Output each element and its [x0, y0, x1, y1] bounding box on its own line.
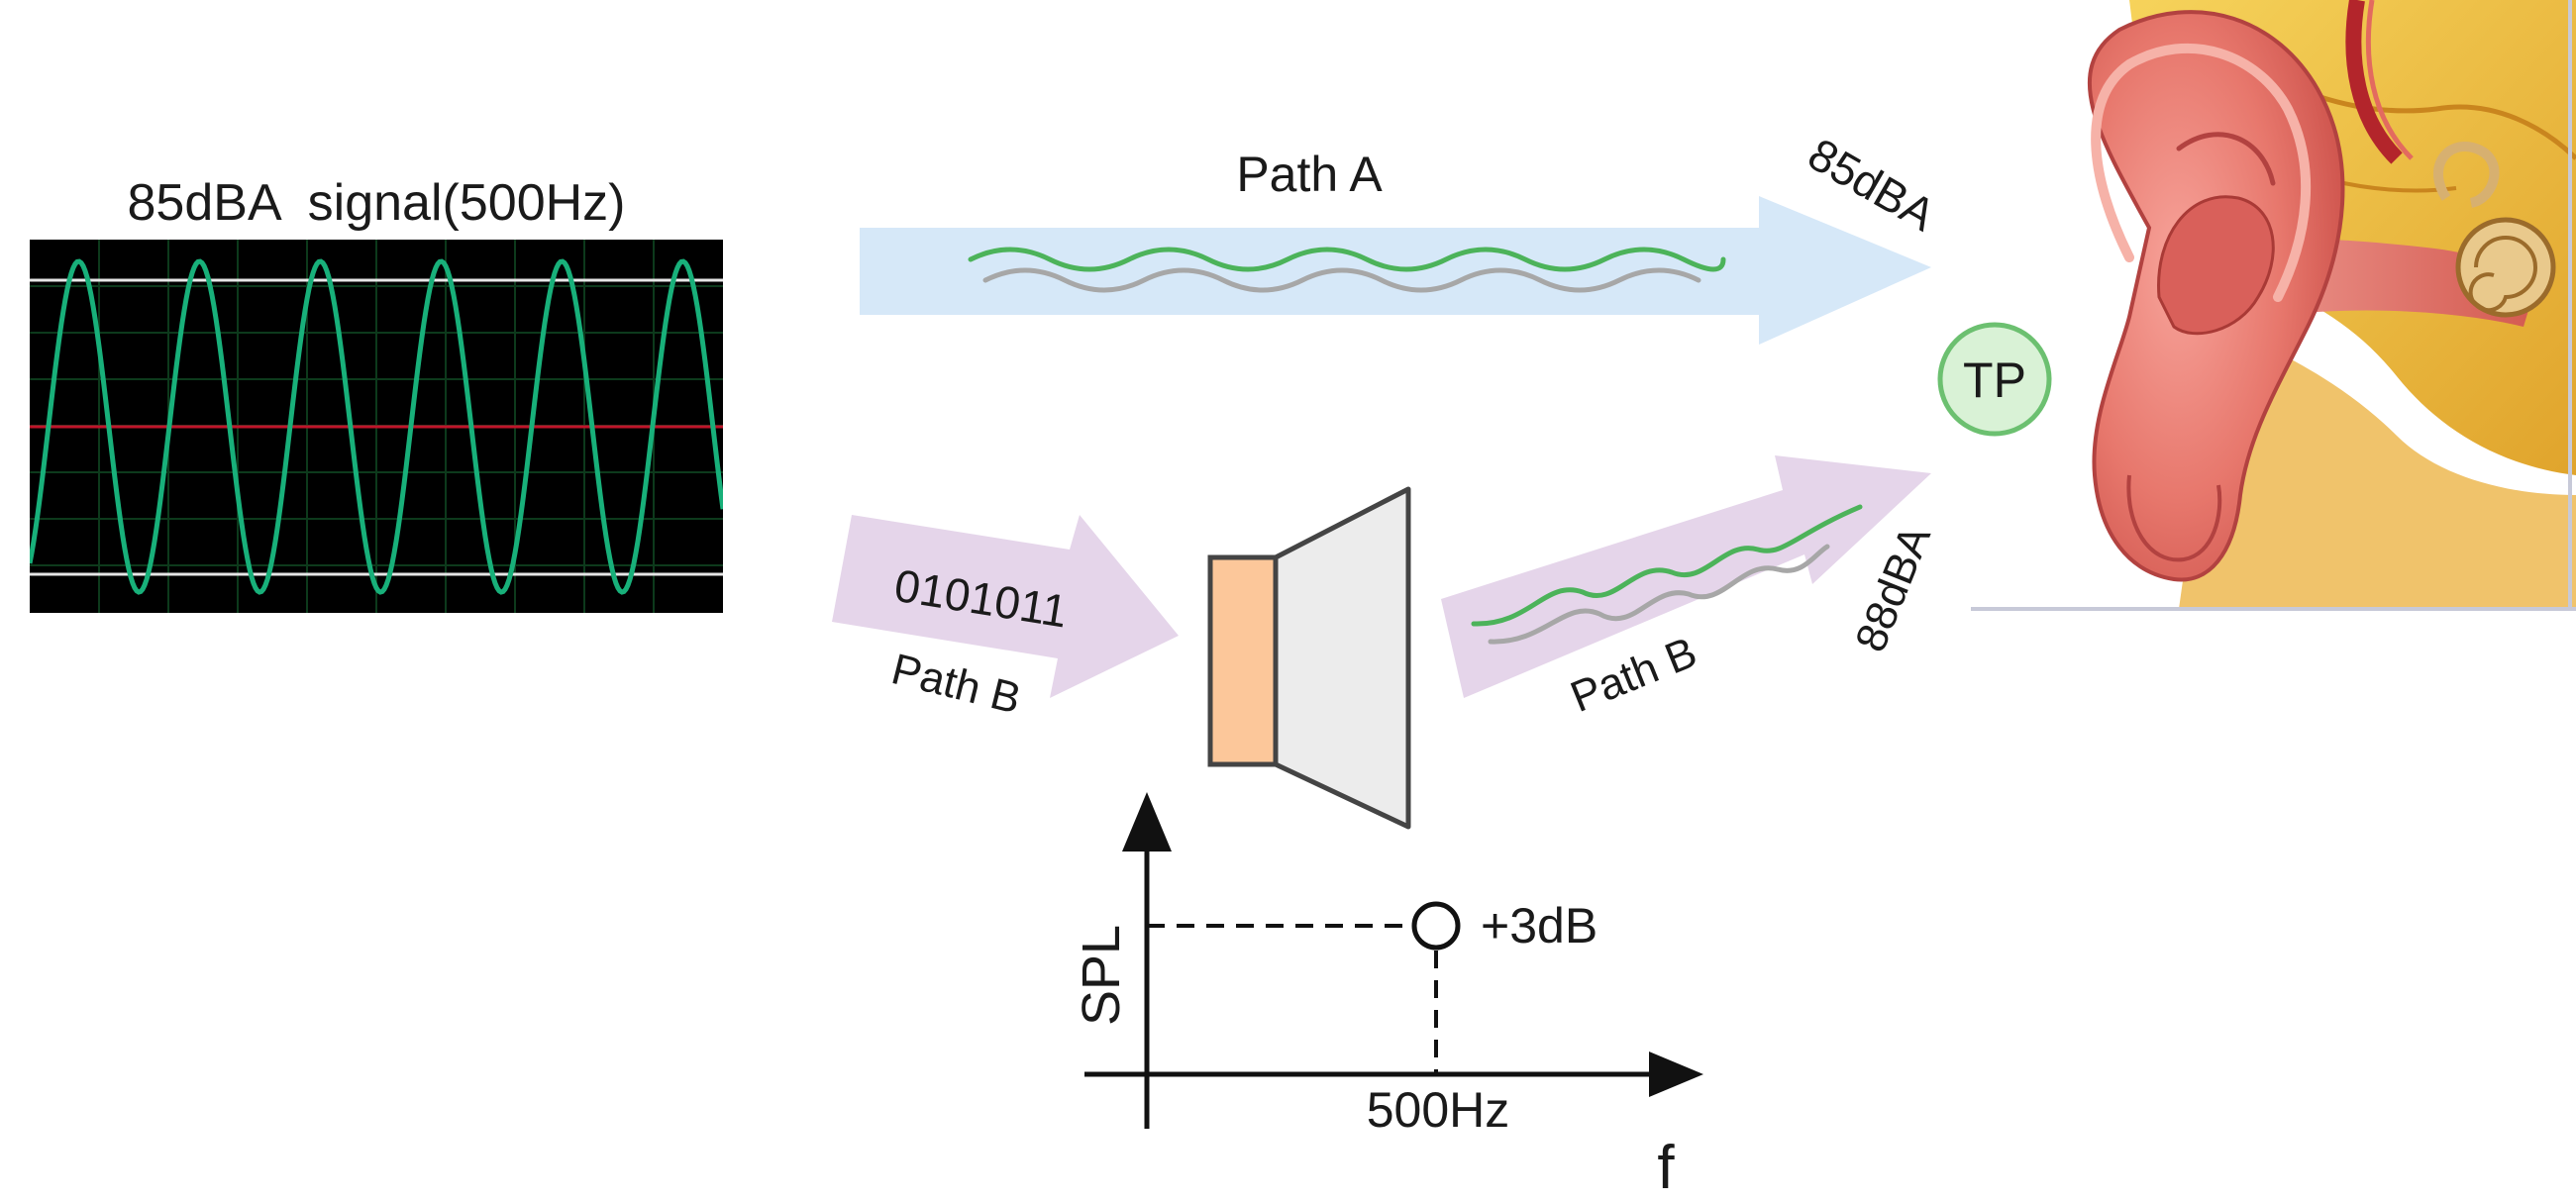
path-b-shadow-wave [1488, 544, 1830, 645]
frequency-label: 500Hz [1367, 1082, 1510, 1138]
gain-label: +3dB [1481, 898, 1597, 953]
path-b-input-arrow: 0101011 Path B [832, 515, 1179, 724]
x-axis-arrowhead [1649, 1052, 1703, 1097]
speaker [1207, 486, 1411, 830]
path-a-shadow-wave [982, 267, 1701, 293]
tp-label: TP [1963, 352, 2026, 408]
path-a-label: Path A [1236, 147, 1383, 202]
path-b-input-label: Path B [886, 645, 1025, 724]
gain-point [1411, 901, 1461, 951]
sine-trace [30, 258, 723, 595]
spl-frequency-plot: +3dB 500Hz SPL f [1072, 792, 1703, 1202]
cochlea [2455, 217, 2556, 318]
path-b-output-arrow: Path B 88dBA [1441, 455, 1940, 722]
oscilloscope-caption: 85dBA signal(500Hz) [128, 174, 626, 232]
y-axis-arrowhead [1122, 792, 1172, 852]
y-axis-label: SPL [1072, 925, 1131, 1026]
ear-artwork [2087, 0, 2576, 609]
ear-illustration: TP [1937, 0, 2576, 611]
ear-frame [1971, 0, 2576, 611]
oscilloscope-grid [30, 240, 723, 613]
path-b-wave [1471, 504, 1863, 627]
path-a-arrow: Path A 85dBA [860, 128, 1944, 345]
x-axis-label: f [1657, 1134, 1675, 1202]
path-a-wave [968, 247, 1726, 272]
tp-marker [1937, 322, 2052, 437]
semicircular-canals [2432, 142, 2500, 208]
speaker-cone [1273, 486, 1411, 830]
oscilloscope: 85dBA signal(500Hz) [30, 174, 723, 613]
speaker-magnet [1207, 554, 1279, 767]
path-b-input-arrow-shape [832, 515, 1179, 698]
